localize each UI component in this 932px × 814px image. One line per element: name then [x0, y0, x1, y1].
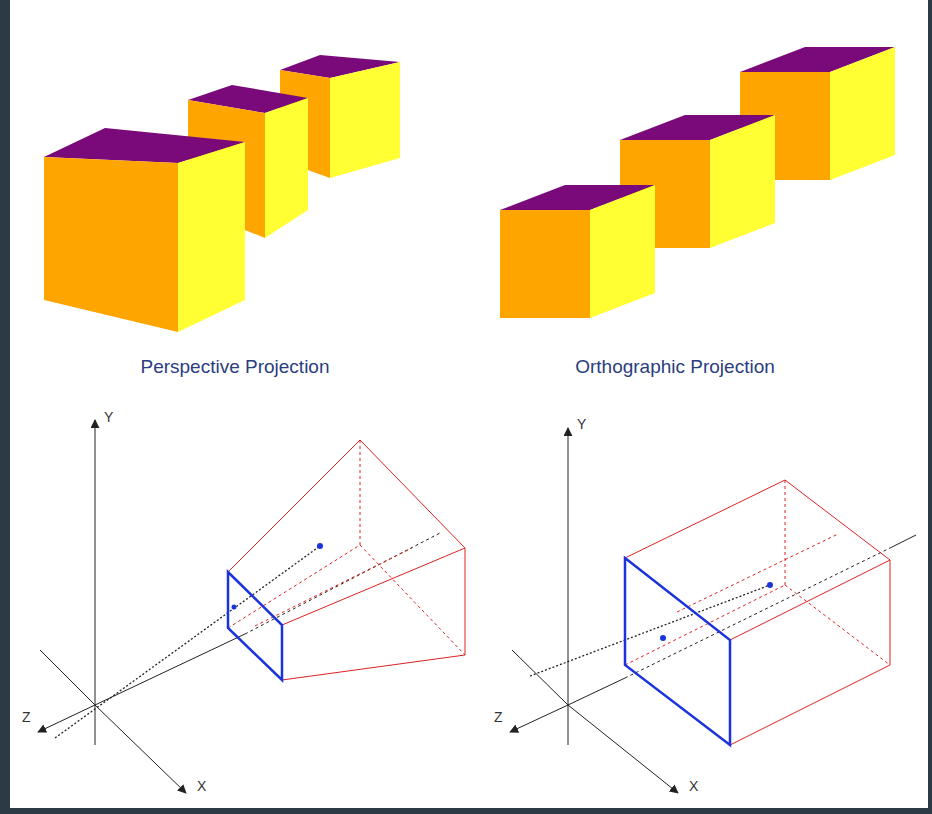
z-axis — [510, 705, 568, 732]
far-edge-hidden — [785, 585, 890, 665]
box-edge — [625, 480, 785, 558]
cube-side — [830, 47, 895, 180]
box-edge — [730, 665, 890, 745]
view-axis — [95, 634, 245, 705]
box-edge — [730, 560, 890, 640]
view-axis — [568, 678, 625, 705]
projector-line — [55, 546, 320, 738]
cube-side — [178, 142, 245, 332]
x-axis-negative — [512, 650, 568, 705]
x-axis — [568, 705, 678, 793]
projected-point — [660, 635, 666, 641]
axis-label: Y — [577, 417, 586, 432]
projector-line — [530, 585, 770, 676]
center-line — [677, 534, 838, 612]
side-edge-hidden — [228, 545, 360, 628]
axis-label: X — [197, 779, 206, 794]
orthographic-box-diagram — [510, 428, 916, 793]
frustum-edge — [228, 440, 360, 572]
far-plane — [785, 480, 890, 665]
cube-side — [265, 98, 308, 238]
z-axis — [38, 705, 95, 732]
axis-label: Z — [22, 710, 31, 725]
ground — [10, 0, 928, 808]
x-axis — [95, 705, 186, 793]
cube-front — [500, 210, 590, 318]
cube-side — [590, 185, 655, 318]
view-axis — [890, 535, 916, 548]
frustum-edge — [282, 548, 465, 625]
y-axis — [568, 428, 569, 745]
view-axis-dashed — [625, 548, 890, 678]
axis-label: Y — [104, 410, 113, 425]
point — [317, 543, 323, 549]
caption-label: Perspective Projection — [140, 357, 329, 378]
y-axis — [95, 420, 96, 745]
perspective-frustum-diagram — [38, 420, 465, 793]
perspective-cubes — [44, 55, 400, 332]
near-plane — [228, 572, 282, 680]
projected-point — [232, 605, 237, 610]
far-edge-hidden — [360, 545, 465, 655]
axis-label: Z — [494, 710, 503, 725]
far-edge-hidden — [785, 480, 786, 585]
x-axis-negative — [40, 650, 95, 705]
cube-front — [44, 157, 178, 332]
center-line — [255, 548, 412, 626]
point — [767, 582, 773, 588]
far-edge-hidden — [360, 440, 361, 545]
far-plane — [360, 440, 465, 655]
orthographic-cubes — [500, 47, 895, 318]
cube-side — [330, 62, 400, 178]
caption-label: Orthographic Projection — [575, 357, 775, 378]
frustum-edge — [282, 655, 465, 680]
near-plane — [625, 558, 730, 745]
cube-side — [710, 115, 775, 248]
axis-label: X — [689, 779, 698, 794]
